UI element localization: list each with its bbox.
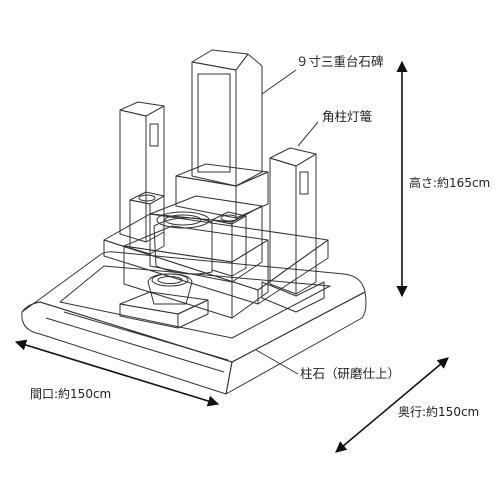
label-tombstone: ９寸三重台石碑 — [296, 54, 384, 69]
leader-tombstone — [261, 69, 297, 95]
label-curb: 柱石（研磨仕上） — [300, 366, 400, 381]
pedestal — [123, 163, 269, 319]
water-basin — [153, 211, 213, 275]
leader-curb — [255, 349, 299, 375]
lantern-left-window — [149, 123, 159, 147]
dim-depth: 奥行:約150cm — [398, 404, 479, 419]
curb-inner-step — [59, 265, 331, 339]
width-arrow — [14, 339, 220, 407]
incense-holder — [119, 273, 209, 329]
flower-stand-right — [211, 211, 247, 277]
tombstone-face-panel — [197, 73, 231, 173]
lantern-right-window — [299, 171, 309, 195]
dim-height: 高さ:約165cm — [409, 175, 490, 190]
curb-inner-edge-2 — [63, 311, 229, 361]
label-lantern: 角柱灯篭 — [322, 109, 373, 124]
main-tombstone — [191, 49, 263, 187]
curb-right-face — [225, 291, 367, 395]
lantern-left — [119, 101, 165, 243]
lantern-right — [261, 147, 325, 313]
dim-width: 間口:約150cm — [30, 386, 111, 401]
depth-arrow — [335, 357, 449, 453]
platform — [103, 213, 329, 305]
leader-lantern — [297, 121, 319, 147]
